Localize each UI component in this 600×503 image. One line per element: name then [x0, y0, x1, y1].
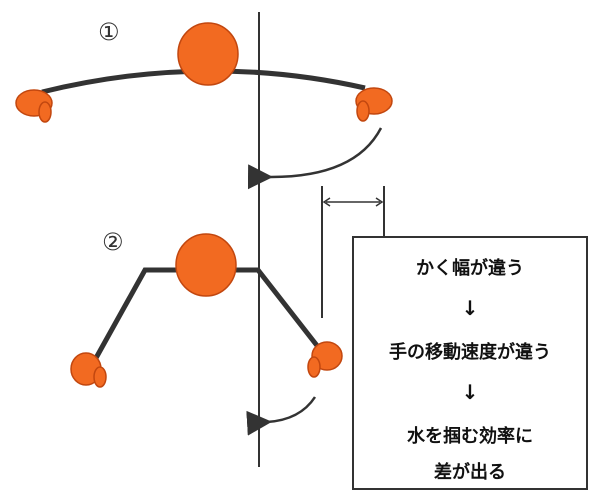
- hand-right-bottom: [307, 341, 343, 378]
- explanation-line-difference: 差が出る: [434, 462, 506, 483]
- explanation-down-arrow-2: ↓: [461, 380, 479, 404]
- label-figure-2: ②: [102, 228, 124, 256]
- width-arrow-left: [322, 197, 331, 207]
- head-bottom: [175, 233, 237, 297]
- hand-left-bottom: [70, 352, 107, 388]
- explanation-down-arrow-1: ↓: [461, 296, 479, 320]
- hand-left-top: [15, 89, 53, 123]
- explanation-line-stroke-width: かく幅が違う: [416, 258, 524, 279]
- explanation-line-hand-speed: 手の移動速度が違う: [389, 342, 551, 363]
- explanation-box: かく幅が違う ↓ 手の移動速度が違う ↓ 水を掴む効率に 差が出る: [352, 236, 588, 490]
- label-figure-1: ①: [98, 18, 120, 46]
- width-arrow-right: [375, 197, 384, 207]
- stroke-arrow-narrow: [246, 396, 317, 436]
- stroke-arrow-wide: [247, 127, 383, 190]
- explanation-line-catch-efficiency: 水を掴む効率に: [407, 426, 533, 447]
- hand-right-top: [355, 87, 393, 122]
- figure-bent-arm: [70, 233, 343, 388]
- head-top: [177, 22, 239, 86]
- figure-straight-arm: [15, 22, 393, 123]
